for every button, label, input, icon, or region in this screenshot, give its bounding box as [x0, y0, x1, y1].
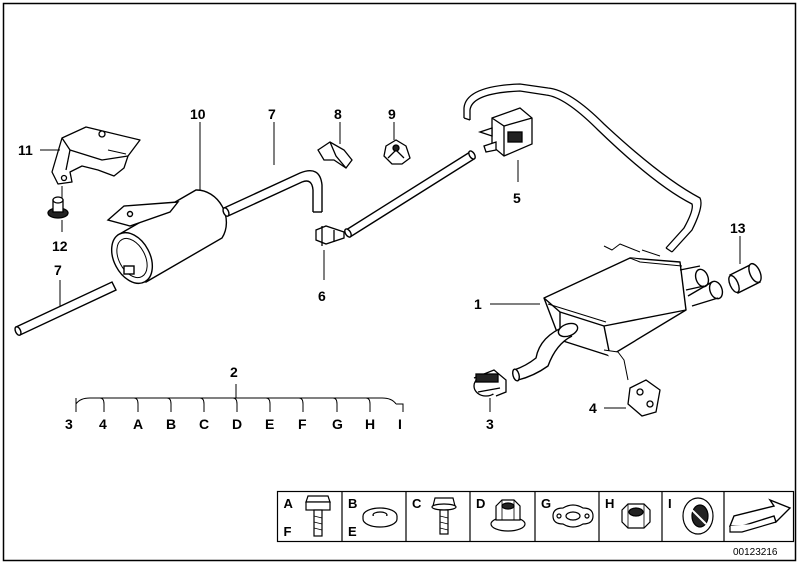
part-clip-9[interactable]	[383, 139, 411, 165]
set-row: 3 4 A B C D E F G H I	[65, 416, 402, 432]
legend-letter-i: I	[668, 496, 672, 511]
fastener-legend: AF BE C D G H I	[276, 490, 795, 543]
set-tick	[166, 397, 172, 412]
arrow-icon	[728, 498, 792, 533]
legend-letter-d: D	[476, 496, 485, 511]
set-bracket-2	[75, 384, 397, 412]
set-item-3: 3	[65, 416, 73, 432]
callout-9: 9	[388, 106, 396, 122]
gasket-icon	[552, 504, 594, 528]
set-item-h: H	[365, 416, 375, 432]
part-canister-10[interactable]	[103, 189, 228, 290]
callout-3: 3	[486, 416, 494, 432]
callout-10: 10	[190, 106, 206, 122]
washer-icon	[362, 507, 398, 528]
ring-clamp-icon	[682, 497, 714, 535]
set-item-4: 4	[99, 416, 107, 432]
legend-letter-c: C	[412, 496, 422, 511]
set-item-e: E	[265, 416, 274, 432]
callout-13: 13	[730, 220, 746, 236]
legend-letter-e: E	[348, 524, 357, 539]
set-tick	[332, 397, 338, 412]
part-clip-8[interactable]	[317, 141, 353, 169]
legend-letter-g: G	[541, 496, 551, 511]
part-bracket-11[interactable]	[51, 126, 141, 185]
set-tick	[199, 397, 205, 412]
part-muffler-1[interactable]	[512, 243, 725, 382]
callout-7-top: 7	[268, 106, 276, 122]
callout-2: 2	[230, 364, 238, 380]
flange-nut-icon	[490, 499, 526, 532]
legend-letter-b: B	[348, 496, 357, 511]
set-tick	[396, 403, 404, 412]
bolt-icon	[305, 495, 331, 537]
part-connector-6[interactable]	[315, 225, 345, 246]
set-item-a: A	[133, 416, 143, 432]
part-valve-5[interactable]	[477, 107, 533, 157]
callout-4: 4	[589, 400, 597, 416]
hex-nut-icon	[621, 503, 651, 529]
legend-letter-a: A	[284, 496, 294, 511]
set-tick	[265, 397, 271, 412]
set-item-f: F	[298, 416, 307, 432]
part-hose-7-left[interactable]	[14, 281, 117, 336]
set-tick	[365, 397, 371, 412]
set-item-b: B	[166, 416, 176, 432]
set-tick	[298, 397, 304, 412]
flange-bolt-icon	[431, 497, 457, 535]
set-item-d: D	[232, 416, 242, 432]
part-grommet-12[interactable]	[47, 196, 69, 219]
set-item-i: I	[398, 416, 402, 432]
part-clamp-3[interactable]	[473, 369, 507, 397]
callout-8: 8	[334, 106, 342, 122]
part-vacuum-line[interactable]	[463, 83, 702, 253]
callout-1: 1	[474, 296, 482, 312]
set-ticks	[99, 397, 404, 412]
callout-12: 12	[52, 238, 68, 254]
legend-letter-h: H	[605, 496, 614, 511]
callout-11: 11	[18, 142, 33, 158]
set-tick	[133, 397, 139, 412]
set-item-c: C	[199, 416, 209, 432]
set-tick	[99, 397, 105, 412]
callout-labels: 11 12 7 10 7 8 9 6 5 13 1 2 3 4	[18, 106, 746, 432]
callout-5: 5	[513, 190, 521, 206]
callout-7-left: 7	[54, 262, 62, 278]
part-hose-7-top[interactable]	[222, 170, 323, 217]
document-id: 00123216	[733, 547, 778, 558]
part-hose-middle[interactable]	[343, 150, 476, 238]
part-tip-13[interactable]	[727, 262, 764, 294]
callout-6: 6	[318, 288, 326, 304]
legend-letter-f: F	[284, 524, 292, 539]
set-item-g: G	[332, 416, 343, 432]
part-hanger-4[interactable]	[627, 379, 661, 417]
set-tick	[232, 397, 238, 412]
